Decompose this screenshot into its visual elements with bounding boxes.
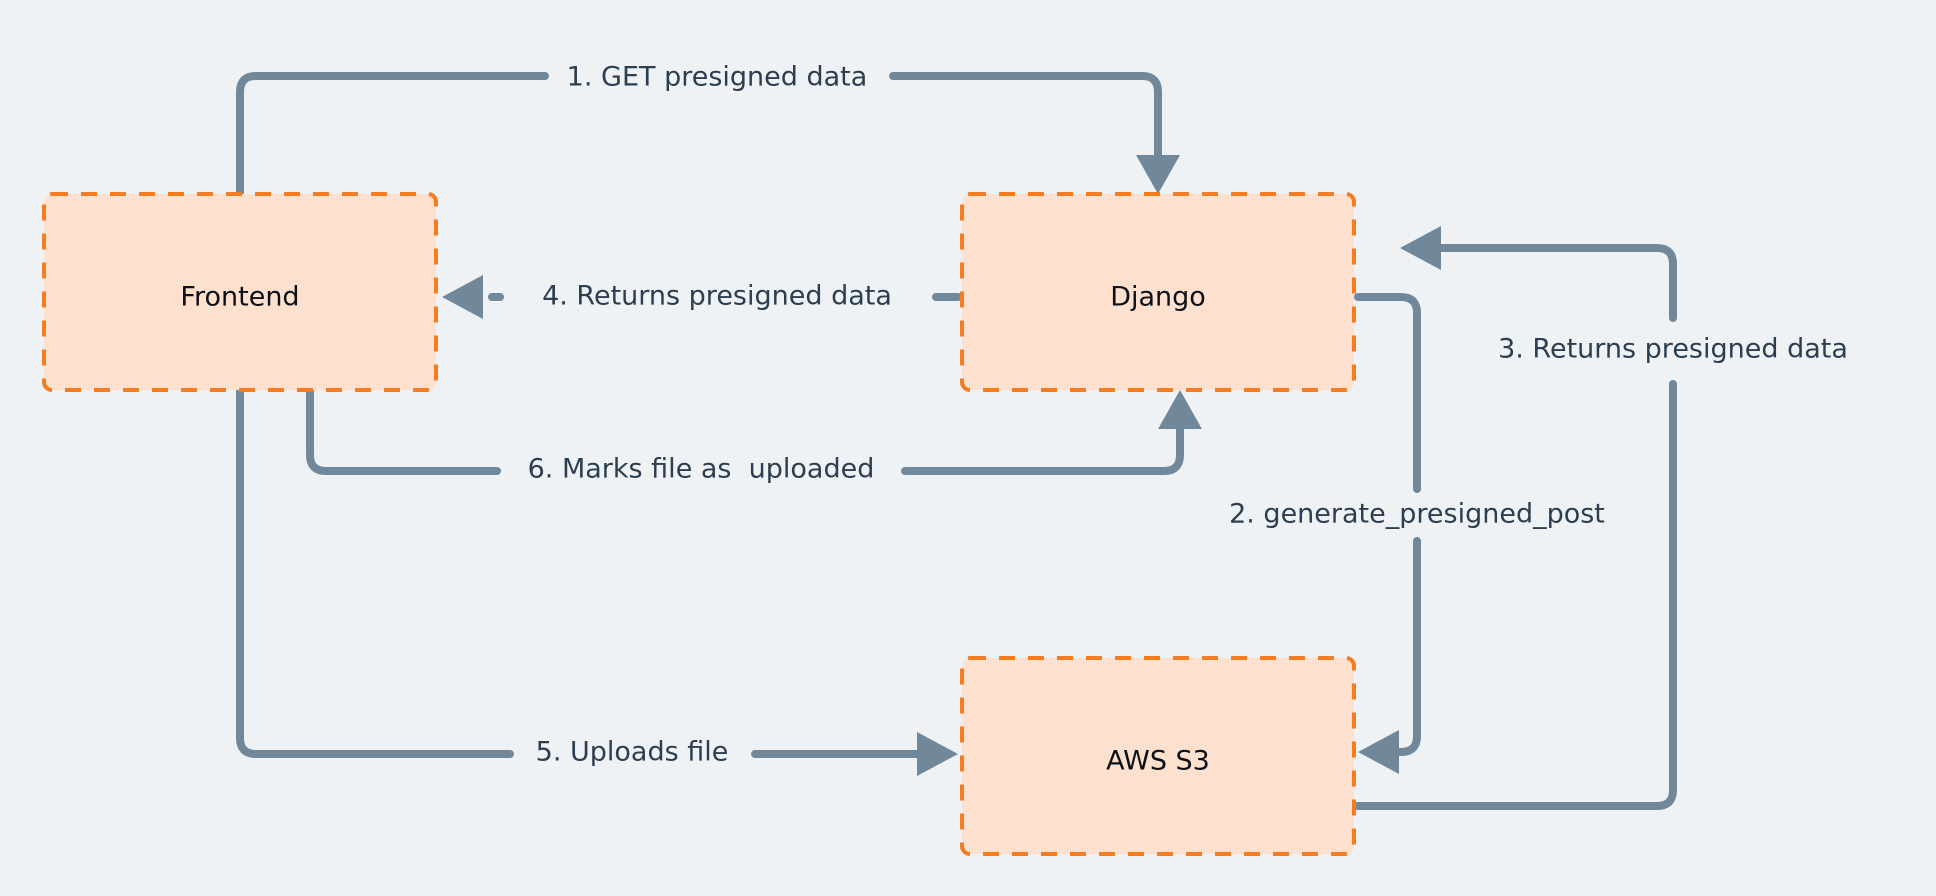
edge-6-label: 6. Marks file as uploaded — [528, 454, 875, 485]
edge-5-arrowhead — [917, 732, 958, 776]
edge-6-marks-file-as-uploaded — [306, 386, 1202, 475]
edge-5-path-left — [236, 386, 514, 758]
node-aws-s3-label: AWS S3 — [1106, 746, 1210, 777]
edge-5-label: 5. Uploads file — [536, 737, 729, 768]
edge-2-label: 2. generate_presigned_post — [1229, 499, 1605, 530]
node-frontend[interactable]: Frontend — [42, 192, 438, 392]
edge-1-get-presigned-data — [236, 72, 1180, 198]
edge-4-label: 4. Returns presigned data — [542, 281, 892, 312]
node-django[interactable]: Django — [960, 192, 1356, 392]
edge-6-arrowhead — [1158, 390, 1202, 429]
edge-2-generate-presigned-post — [1354, 293, 1421, 774]
edge-2-arrowhead — [1358, 730, 1399, 774]
node-aws-s3[interactable]: AWS S3 — [960, 656, 1356, 856]
node-frontend-label: Frontend — [180, 282, 299, 313]
edge-6-path-left — [306, 386, 501, 475]
edge-3-path-upper — [1434, 244, 1677, 322]
edge-1-path-right — [889, 72, 1162, 162]
edge-4-returns-presigned-data — [442, 275, 962, 319]
edge-1-path-left — [236, 72, 549, 198]
node-django-label: Django — [1110, 282, 1206, 313]
edge-3-returns-presigned-data — [1354, 226, 1677, 810]
edge-3-label: 3. Returns presigned data — [1498, 334, 1848, 365]
node-aws-s3-box[interactable] — [960, 656, 1356, 856]
node-frontend-box[interactable] — [42, 192, 438, 392]
edge-2-path-lower — [1392, 537, 1421, 756]
node-django-box[interactable] — [960, 192, 1356, 392]
edge-3-arrowhead — [1400, 226, 1441, 270]
edge-1-label: 1. GET presigned data — [567, 62, 868, 93]
edge-2-path-upper — [1354, 293, 1421, 493]
edge-6-path-right — [901, 424, 1184, 475]
edge-4-arrowhead — [442, 275, 483, 319]
edge-5-uploads-file — [236, 386, 958, 776]
edge-1-arrowhead — [1136, 155, 1180, 194]
edge-3-path-lower — [1354, 380, 1677, 810]
